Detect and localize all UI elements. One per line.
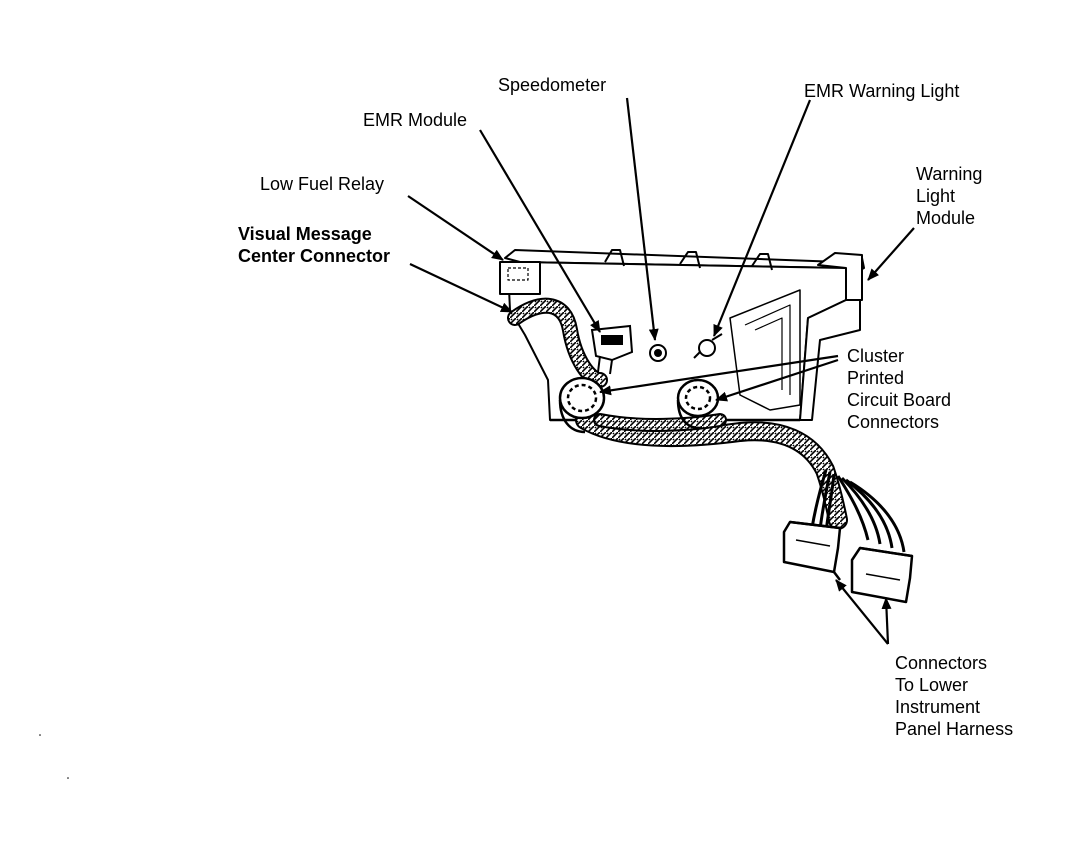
leader-cluster-pcb-2 (715, 358, 839, 402)
leader-lower-1 (835, 579, 889, 645)
lower-harness-connectors (782, 520, 914, 604)
label-emr-module: EMR Module (363, 110, 468, 130)
leader-emr-module (479, 129, 601, 333)
scan-dot (67, 777, 69, 779)
label-low-fuel-relay: Low Fuel Relay (260, 174, 385, 194)
leader-cluster-pcb-1 (599, 354, 839, 396)
label-emr-warning-light: EMR Warning Light (804, 81, 960, 101)
cluster-components (590, 324, 723, 375)
label-line: Module (916, 208, 976, 228)
leader-speedometer (625, 97, 659, 341)
label-line: Printed (847, 368, 905, 388)
label-line: Instrument (895, 697, 981, 717)
label-line: Connectors (847, 412, 940, 432)
label-lower-ip-harness-connectors: Connectors To Lower Instrument Panel Har… (895, 652, 1013, 740)
label-visual-message-center: Visual Message Center Connector (238, 223, 390, 267)
label-line: To Lower (895, 675, 969, 695)
label-line: Panel Harness (895, 719, 1014, 739)
label-line: Connectors (895, 653, 988, 673)
leader-warning-light-module (867, 227, 915, 281)
label-line: Visual Message (238, 224, 372, 244)
label-cluster-pcb-connectors: Cluster Printed Circuit Board Connectors (847, 345, 951, 433)
label-line: Warning (916, 164, 983, 184)
label-speedometer: Speedometer (498, 75, 607, 95)
lower-wire-fan (810, 469, 906, 553)
scan-dot (39, 734, 41, 736)
leader-low-fuel-relay (407, 195, 504, 261)
label-line: Cluster (847, 346, 905, 366)
label-warning-light-module: Warning Light Module (916, 163, 982, 229)
label-line: Light (916, 186, 956, 206)
leader-visual-message-center (409, 263, 513, 313)
leader-lower-2 (881, 597, 892, 645)
label-line: Circuit Board (847, 390, 952, 410)
label-line: Center Connector (238, 246, 391, 266)
leader-lines (407, 97, 915, 645)
leader-emr-warning-light (712, 99, 812, 337)
pcb-connectors (558, 376, 720, 434)
wiring-harness (507, 297, 848, 530)
